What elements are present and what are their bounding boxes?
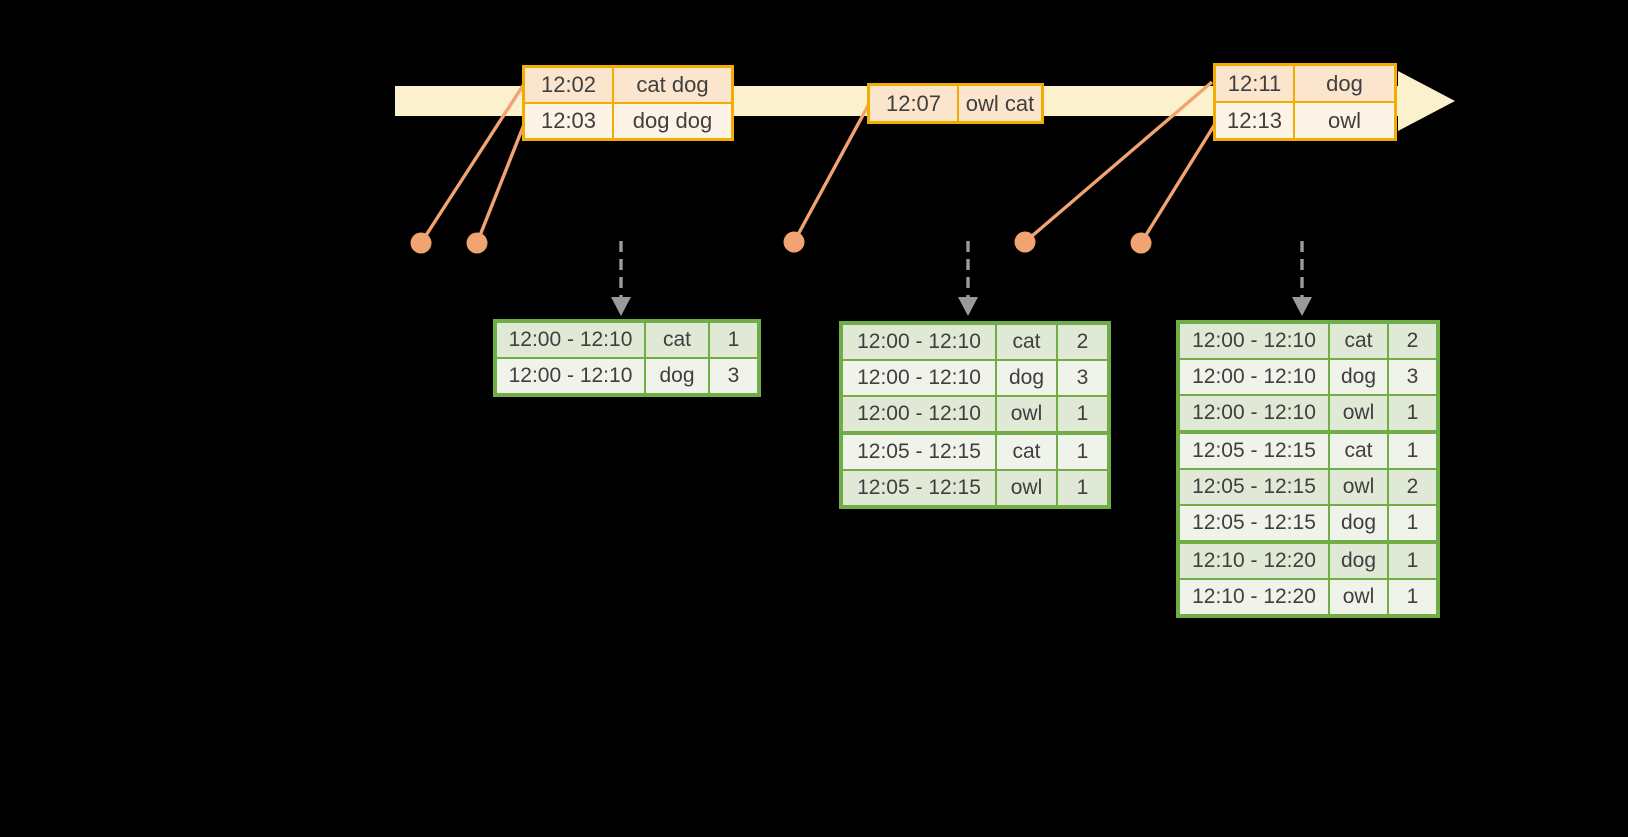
event-words-cell: dog <box>1293 63 1397 103</box>
event-words-cell: cat dog <box>612 65 734 104</box>
event-time-cell: 12:03 <box>522 102 614 141</box>
count-cell: 1 <box>1387 540 1439 580</box>
window-cell: 12:05 - 12:15 <box>1177 430 1330 470</box>
word-cell: dog <box>995 359 1058 397</box>
trigger-arrowhead-icon <box>611 297 631 316</box>
window-cell: 12:00 - 12:10 <box>1177 394 1330 433</box>
window-cell: 12:00 - 12:10 <box>494 357 646 396</box>
trigger-arrowhead-icon <box>1292 297 1312 316</box>
event-time-cell: 12:02 <box>522 65 614 104</box>
window-cell: 12:05 - 12:15 <box>840 469 997 508</box>
event-words-cell: owl <box>1293 101 1397 141</box>
trigger-arrowhead-icon <box>958 297 978 316</box>
count-cell: 3 <box>1387 358 1439 396</box>
event-dot <box>783 231 805 253</box>
word-cell: dog <box>644 357 710 396</box>
event-dot <box>1130 232 1152 254</box>
window-cell: 12:00 - 12:10 <box>494 320 646 359</box>
event-dot <box>466 232 488 254</box>
word-cell: cat <box>995 431 1058 471</box>
word-cell: owl <box>995 395 1058 434</box>
event-connector-line <box>792 103 871 243</box>
count-cell: 1 <box>1387 394 1439 433</box>
count-cell: 2 <box>1387 468 1439 506</box>
count-cell: 3 <box>708 357 760 396</box>
event-time-cell: 12:13 <box>1213 101 1295 141</box>
timeline-arrowhead-icon <box>1398 71 1455 131</box>
word-cell: cat <box>644 320 710 359</box>
word-cell: dog <box>1328 358 1389 396</box>
event-words-cell: dog dog <box>612 102 734 141</box>
event-dot <box>410 232 432 254</box>
window-cell: 12:00 - 12:10 <box>840 322 997 361</box>
event-connector-line <box>419 83 526 244</box>
count-cell: 2 <box>1387 321 1439 360</box>
count-cell: 3 <box>1056 359 1110 397</box>
event-time-cell: 12:11 <box>1213 63 1295 103</box>
count-cell: 1 <box>1387 430 1439 470</box>
window-cell: 12:10 - 12:20 <box>1177 578 1330 617</box>
event-words-cell: owl cat <box>957 83 1044 124</box>
window-cell: 12:00 - 12:10 <box>1177 321 1330 360</box>
count-cell: 1 <box>1387 504 1439 543</box>
window-cell: 12:05 - 12:15 <box>1177 504 1330 543</box>
window-cell: 12:00 - 12:10 <box>840 395 997 434</box>
word-cell: owl <box>995 469 1058 508</box>
count-cell: 2 <box>1056 322 1110 361</box>
window-cell: 12:05 - 12:15 <box>840 431 997 471</box>
count-cell: 1 <box>708 320 760 359</box>
window-cell: 12:10 - 12:20 <box>1177 540 1330 580</box>
word-cell: owl <box>1328 578 1389 617</box>
word-cell: owl <box>1328 394 1389 433</box>
window-cell: 12:00 - 12:10 <box>840 359 997 397</box>
word-cell: cat <box>995 322 1058 361</box>
count-cell: 1 <box>1056 395 1110 434</box>
window-cell: 12:05 - 12:15 <box>1177 468 1330 506</box>
count-cell: 1 <box>1056 469 1110 508</box>
event-connector-line <box>1139 123 1217 244</box>
event-connector-line <box>1023 80 1214 244</box>
event-time-cell: 12:07 <box>867 83 959 124</box>
event-connector-line <box>475 121 527 244</box>
window-cell: 12:00 - 12:10 <box>1177 358 1330 396</box>
word-cell: dog <box>1328 540 1389 580</box>
count-cell: 1 <box>1056 431 1110 471</box>
word-cell: cat <box>1328 430 1389 470</box>
word-cell: owl <box>1328 468 1389 506</box>
count-cell: 1 <box>1387 578 1439 617</box>
word-cell: dog <box>1328 504 1389 543</box>
word-cell: cat <box>1328 321 1389 360</box>
event-dot <box>1014 231 1036 253</box>
